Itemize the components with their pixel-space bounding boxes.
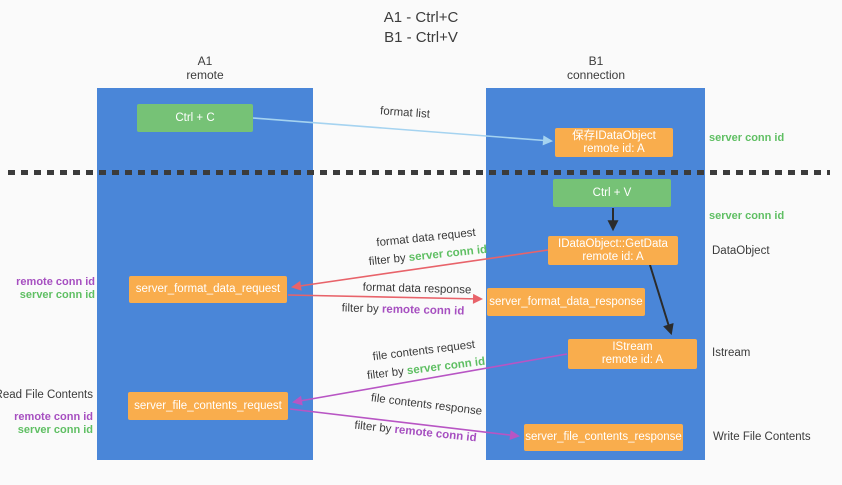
ctrl-c-label: Ctrl + C — [175, 111, 215, 124]
istream-node: IStream remote id: A — [568, 339, 697, 369]
phase-separator-dotted-line — [8, 170, 830, 175]
remote-conn-id-left-2: remote conn id — [14, 411, 93, 423]
server-format-data-request-node: server_format_data_request — [129, 276, 287, 303]
title-line-2: B1 - Ctrl+V — [384, 29, 458, 46]
left-conn-ids-upper: remote conn id server conn id — [16, 276, 95, 302]
read-file-contents-label: Read File Contents — [0, 389, 93, 401]
filter-by-remote-conn-id-label-2: filter by remote conn id — [348, 419, 484, 445]
remote-conn-id-text-2: remote conn id — [393, 423, 478, 445]
save-idataobject-line2: remote id: A — [583, 142, 645, 155]
server-file-contents-response-label: server_file_contents_response — [525, 431, 682, 443]
save-idataobject-node: 保存IDataObject remote id: A — [555, 128, 673, 157]
server-conn-id-text-1: server conn id — [408, 243, 488, 264]
ctrl-c-node: Ctrl + C — [137, 104, 253, 132]
server-file-contents-request-node: server_file_contents_request — [128, 392, 288, 420]
write-file-contents-label: Write File Contents — [713, 431, 811, 443]
server-conn-id-left-1: server conn id — [19, 289, 95, 301]
diagram-title: A1 - Ctrl+C B1 - Ctrl+V — [331, 8, 511, 48]
remote-conn-id-text-1: remote conn id — [381, 303, 465, 318]
istream-line2: remote id: A — [601, 354, 664, 366]
dataobject-side-label: DataObject — [712, 245, 770, 257]
istream-line1: IStream — [612, 341, 653, 353]
file-contents-request-label-group: file contents request filter by server c… — [348, 333, 501, 387]
lane-header-b1: B1 connection — [536, 54, 656, 82]
idataobject-getdata-line2: remote id: A — [582, 250, 644, 263]
ctrl-v-label: Ctrl + V — [592, 186, 632, 199]
filter-by-text-2: filter by — [341, 302, 383, 316]
ctrl-v-node: Ctrl + V — [553, 179, 671, 207]
remote-conn-id-left-1: remote conn id — [16, 276, 95, 288]
idataobject-getdata-node: IDataObject::GetData remote id: A — [548, 236, 678, 265]
idataobject-getdata-line1: IDataObject::GetData — [558, 237, 668, 250]
left-conn-ids-lower: remote conn id server conn id — [14, 411, 93, 437]
filter-by-remote-conn-id-label-1: filter by remote conn id — [338, 302, 468, 317]
lane-b1-name: B1 — [588, 54, 604, 68]
lane-a1-name: A1 — [197, 54, 213, 68]
istream-side-label: Istream — [712, 347, 751, 359]
server-format-data-response-label: server_format_data_response — [489, 295, 643, 308]
save-idataobject-line1: 保存IDataObject — [572, 129, 656, 142]
server-conn-id-right-2: server conn id — [709, 210, 785, 222]
file-contents-response-label: file contents response — [370, 392, 483, 418]
server-conn-id-right-1: server conn id — [709, 132, 785, 144]
server-file-contents-response-node: server_file_contents_response — [524, 424, 683, 451]
format-list-label: format list — [379, 105, 431, 121]
server-format-data-response-node: server_format_data_response — [487, 288, 645, 316]
format-data-response-label: format data response — [362, 281, 472, 297]
title-line-1: A1 - Ctrl+C — [383, 9, 459, 26]
filter-by-text-3: filter by — [366, 365, 408, 383]
server-file-contents-request-label: server_file_contents_request — [134, 399, 282, 412]
server-format-data-request-label: server_format_data_request — [135, 283, 281, 295]
server-conn-id-left-2: server conn id — [17, 424, 93, 436]
format-data-request-label-group: format data request filter by server con… — [351, 221, 504, 272]
lane-a1-role: remote — [186, 68, 224, 82]
filter-by-text-1: filter by — [368, 251, 410, 269]
lane-header-a1: A1 remote — [145, 54, 265, 82]
filter-by-text-4: filter by — [353, 419, 396, 436]
lane-b1-role: connection — [566, 68, 626, 82]
